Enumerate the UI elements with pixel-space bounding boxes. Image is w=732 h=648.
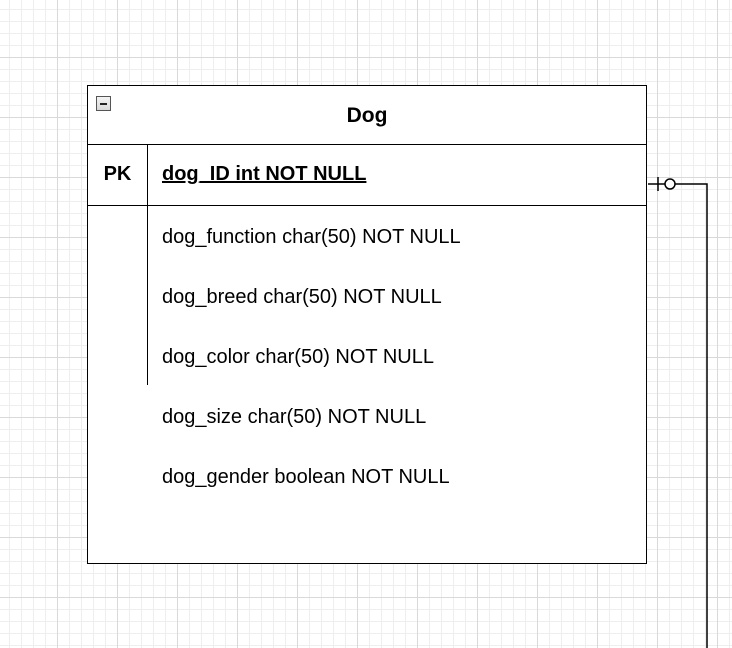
entity-title: Dog xyxy=(346,104,388,127)
collapse-icon[interactable] xyxy=(96,96,111,111)
attribute-row[interactable]: dog_gender boolean NOT NULL xyxy=(162,466,450,488)
attribute-row[interactable]: dog_breed char(50) NOT NULL xyxy=(162,286,442,308)
relationship-line[interactable] xyxy=(648,183,708,648)
entity-table-dog[interactable]: Dog PK dog_ID int NOT NULL dog_function … xyxy=(87,85,647,564)
entity-header[interactable]: Dog xyxy=(88,86,646,145)
primary-key-field: dog_ID int NOT NULL xyxy=(162,163,367,185)
attribute-row[interactable]: dog_size char(50) NOT NULL xyxy=(162,406,427,428)
key-column-divider xyxy=(147,145,148,385)
primary-key-row[interactable]: PK dog_ID int NOT NULL xyxy=(88,145,646,206)
attribute-row[interactable]: dog_color char(50) NOT NULL xyxy=(162,346,434,368)
attribute-row[interactable]: dog_function char(50) NOT NULL xyxy=(162,226,461,248)
cardinality-circle-mark xyxy=(664,178,676,190)
primary-key-label: PK xyxy=(103,163,132,185)
